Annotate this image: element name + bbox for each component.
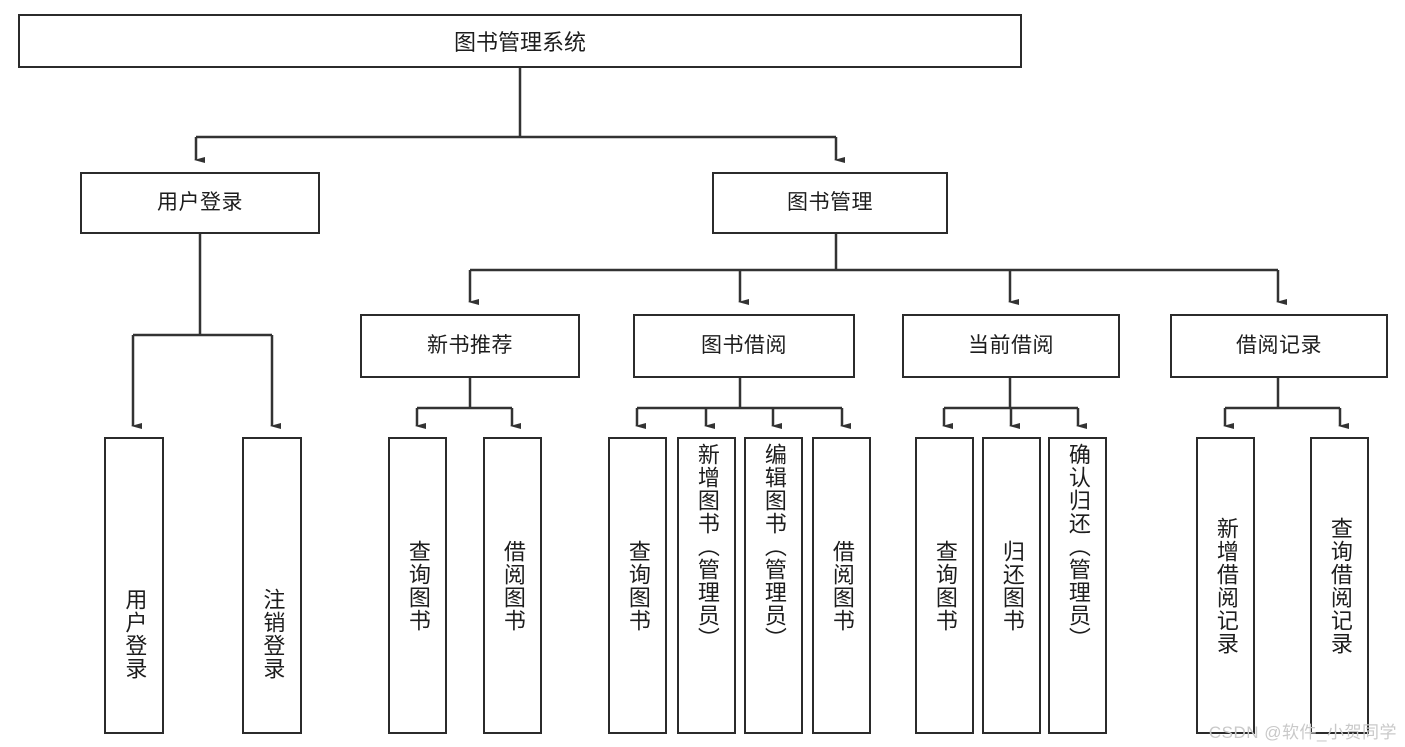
node-label: 归还图书 xyxy=(999,539,1025,632)
node-leaf-user-login[interactable]: 用户登录 xyxy=(104,437,164,734)
node-leaf-confirm-return[interactable]: 确认归还（管理员） xyxy=(1048,437,1107,734)
node-leaf-query-book-2[interactable]: 查询图书 xyxy=(608,437,667,734)
node-leaf-borrow-book-1[interactable]: 借阅图书 xyxy=(483,437,542,734)
node-borrow-record[interactable]: 借阅记录 xyxy=(1170,314,1388,378)
node-leaf-return-book[interactable]: 归还图书 xyxy=(982,437,1041,734)
node-leaf-query-record[interactable]: 查询借阅记录 xyxy=(1310,437,1369,734)
node-label: 图书借阅 xyxy=(701,334,787,358)
node-book-management[interactable]: 图书管理 xyxy=(712,172,948,234)
node-label: 查询图书 xyxy=(932,539,958,632)
node-label: 借阅图书 xyxy=(829,539,855,632)
node-label: 查询图书 xyxy=(625,539,651,632)
edge-borrow-record-to-leaves xyxy=(1223,378,1349,429)
node-label: 图书管理 xyxy=(787,191,873,215)
node-label: 查询图书 xyxy=(405,539,431,632)
node-leaf-borrow-book-2[interactable]: 借阅图书 xyxy=(812,437,871,734)
node-label: 新书推荐 xyxy=(427,334,513,358)
edge-book-management-to-level2 xyxy=(468,234,1287,305)
node-label: 新增图书（管理员） xyxy=(694,443,720,650)
node-label: 编辑图书（管理员） xyxy=(761,443,787,650)
node-current-borrow[interactable]: 当前借阅 xyxy=(902,314,1120,378)
node-user-login[interactable]: 用户登录 xyxy=(80,172,320,234)
node-leaf-edit-book[interactable]: 编辑图书（管理员） xyxy=(744,437,803,734)
node-leaf-add-record[interactable]: 新增借阅记录 xyxy=(1196,437,1255,734)
node-label: 确认归还（管理员） xyxy=(1065,443,1091,650)
edge-user-login-to-leaves xyxy=(131,234,281,429)
node-label: 新增借阅记录 xyxy=(1213,516,1239,655)
node-root-system[interactable]: 图书管理系统 xyxy=(18,14,1022,68)
node-label: 查询借阅记录 xyxy=(1327,516,1353,655)
node-label: 图书管理系统 xyxy=(453,30,586,55)
node-label: 借阅图书 xyxy=(500,539,526,632)
node-label: 用户登录 xyxy=(157,191,243,215)
edge-root-to-level1 xyxy=(194,68,845,163)
node-label: 借阅记录 xyxy=(1236,334,1322,358)
node-leaf-logout-login[interactable]: 注销登录 xyxy=(242,437,302,734)
node-leaf-query-book-1[interactable]: 查询图书 xyxy=(388,437,447,734)
node-new-book-recommend[interactable]: 新书推荐 xyxy=(360,314,580,378)
edge-book-borrow-to-leaves xyxy=(635,378,851,429)
edge-new-book-recommend-to-leaves xyxy=(415,378,521,429)
node-book-borrow[interactable]: 图书借阅 xyxy=(633,314,855,378)
node-label: 当前借阅 xyxy=(968,334,1054,358)
node-label: 注销登录 xyxy=(260,588,286,680)
watermark: CSDN @软件_小贺同学 xyxy=(1208,723,1397,742)
node-leaf-query-book-3[interactable]: 查询图书 xyxy=(915,437,974,734)
node-leaf-add-book[interactable]: 新增图书（管理员） xyxy=(677,437,736,734)
node-label: 用户登录 xyxy=(122,588,148,680)
edge-current-borrow-to-leaves xyxy=(942,378,1087,429)
